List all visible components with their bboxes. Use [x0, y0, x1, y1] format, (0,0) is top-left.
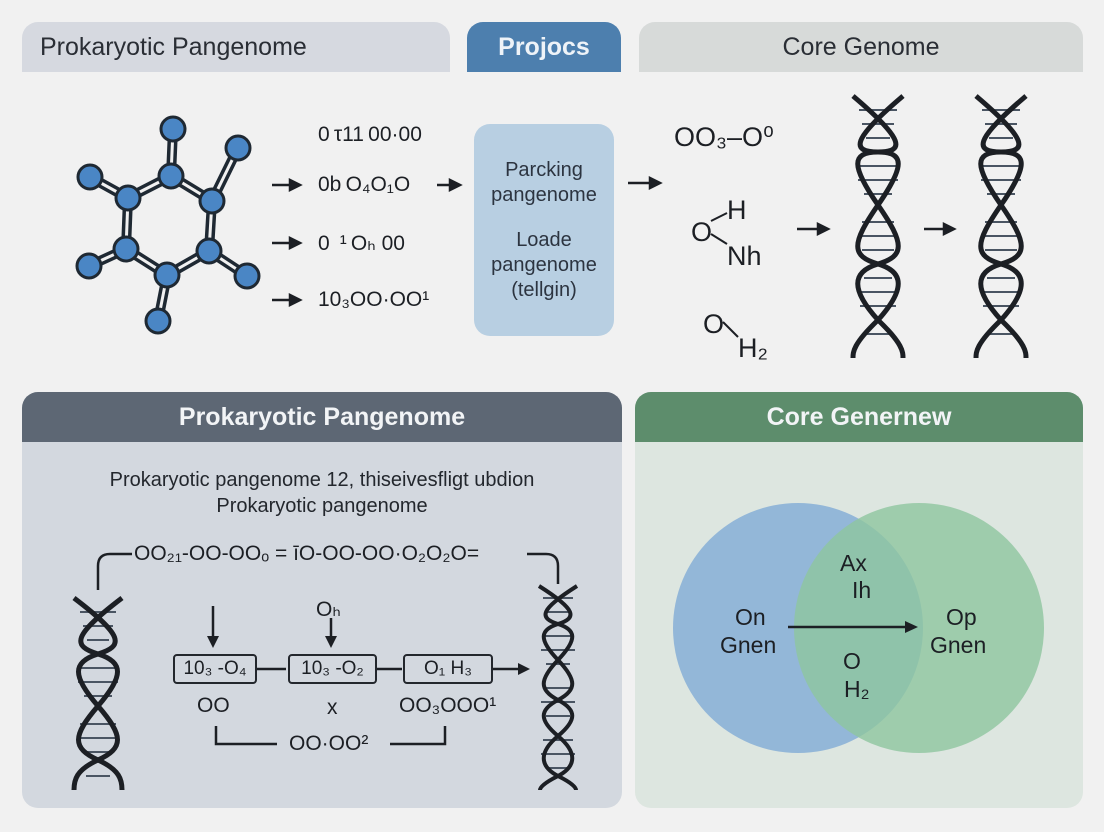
- venn-right-label-1: Op: [946, 604, 977, 630]
- sequence-label-2: 0b O₄O₁O: [318, 173, 411, 196]
- header-right-title: Core Genome: [782, 32, 940, 61]
- stage-line-2c: (tellgin): [511, 278, 577, 301]
- header-tab-core-genome: Core Genome: [639, 22, 1083, 72]
- pangenome-chain: OO₂₁-OO-OOₒ = īO-OO-OO·O₂O₂O=: [134, 542, 480, 565]
- chem-o2: O: [703, 309, 725, 339]
- stage-line-2b: pangenome: [491, 253, 597, 276]
- chem-formula-1: OO₃‒O⁰: [674, 122, 774, 152]
- dna-helix-icon-1: [850, 94, 906, 359]
- stage-line-1a: Parcking: [505, 158, 583, 181]
- chem-h-top: H: [727, 195, 747, 225]
- header-left-title: Prokaryotic Pangenome: [40, 32, 307, 61]
- pangenome-mid-label: Oₕ: [316, 598, 341, 621]
- molecule-atoms: [75, 115, 261, 335]
- pangenome-box-3: O₁ H₃: [403, 654, 493, 684]
- venn-right-label-2: Gnen: [930, 632, 987, 658]
- pangenome-desc-line-2: Prokaryotic pangenome: [216, 495, 428, 517]
- venn-circle-right: [794, 503, 1044, 753]
- core-genome-panel-title: Core Genernew: [635, 392, 1083, 442]
- header-tab-projocs: Projocs: [467, 22, 621, 72]
- pangenome-below-2: x: [327, 696, 338, 719]
- header-center-title: Projocs: [498, 32, 590, 61]
- pangenome-box-2: 10₃ -O₂: [288, 654, 377, 684]
- dna-helix-icon-4: [537, 584, 579, 791]
- sequence-label-3: 0 ¹ Oₕ 00: [318, 232, 405, 255]
- pangenome-bottom-label: OO·OO²: [289, 732, 369, 755]
- pangenome-below-3: OO₃OOO¹: [399, 694, 497, 717]
- chem-nh: Nh: [727, 241, 762, 271]
- sequence-label-1: 0 τ11 00·00: [318, 123, 422, 146]
- sequence-label-4: 10₃OO·OO¹: [318, 288, 430, 311]
- chem-o-left: O: [691, 217, 713, 247]
- dna-helix-icon-3: [71, 596, 125, 791]
- stage-line-2a: Loade: [516, 228, 572, 251]
- top-arrows: [272, 175, 957, 308]
- venn-left-label-2: Gnen: [720, 632, 777, 658]
- venn-overlap-bottom-2: H₂: [844, 676, 870, 702]
- pangenome-desc-line-1: Prokaryotic pangenome 12, thiseivesfligt…: [109, 469, 535, 491]
- dna-helix-icon-2: [973, 94, 1029, 359]
- pangenome-box-1: 10₃ -O₄: [173, 654, 257, 684]
- venn-overlap-top-1: Ax: [840, 550, 867, 576]
- venn-left-label-1: On: [735, 604, 766, 630]
- pangenome-below-1: OO: [197, 694, 230, 717]
- venn-overlap-top-2: Ih: [852, 577, 872, 603]
- header-tab-pangenome: Prokaryotic Pangenome: [22, 22, 450, 72]
- pangenome-stage-box: Parcking pangenome Loade pangenome (tell…: [474, 124, 614, 336]
- stage-line-1b: pangenome: [491, 183, 597, 206]
- pangenome-panel-title: Prokaryotic Pangenome: [22, 392, 622, 442]
- venn-overlap-bottom-1: O: [843, 648, 861, 674]
- chem-h2: H₂: [738, 333, 768, 363]
